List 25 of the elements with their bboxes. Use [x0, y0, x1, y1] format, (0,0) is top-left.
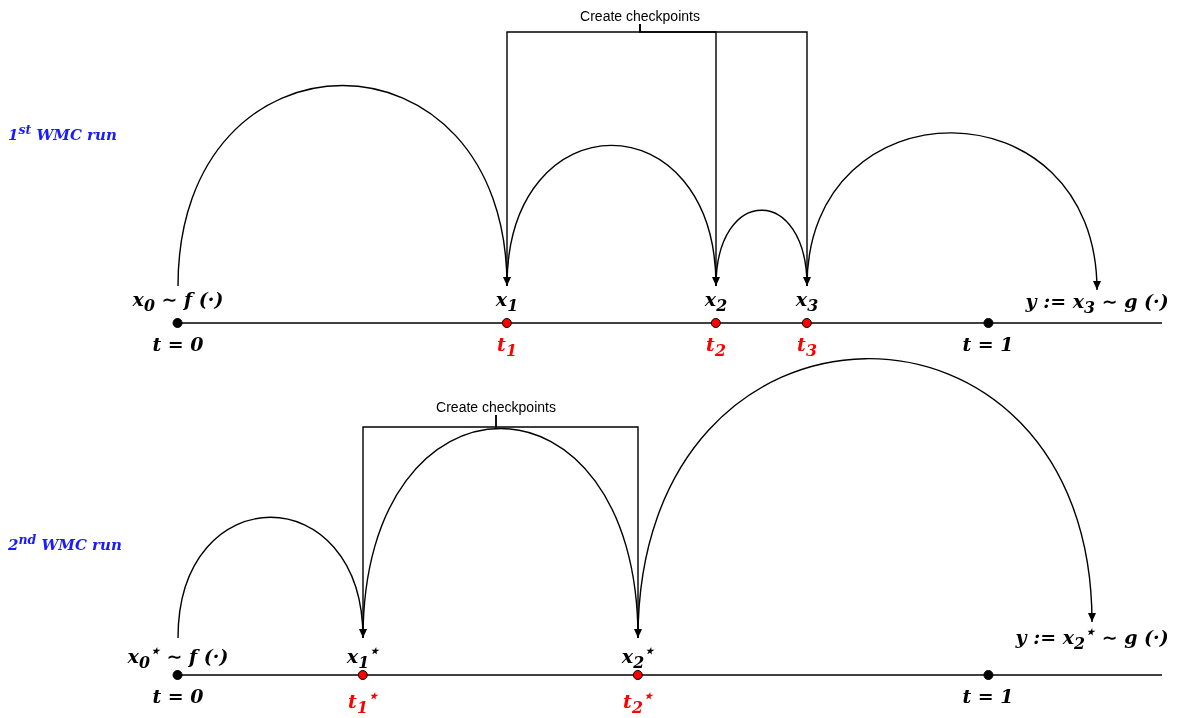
time-label: t$_{3}$	[797, 333, 817, 355]
run-label: 2$^{nd}$ WMC run	[8, 532, 122, 554]
arc	[362, 427, 639, 639]
formula-label: y := x$_{3}$ ∼ g (·)	[1025, 290, 1169, 317]
annotation-text: Create checkpoints	[580, 8, 700, 24]
time-label: t = 0	[152, 685, 204, 707]
arc	[177, 516, 364, 639]
point-label: x$_{0}$$^{⋆}$ ∼ f (·)	[127, 645, 229, 668]
point-label: x$_{3}$	[795, 288, 819, 310]
point-label: x$_{0}$ ∼ f (·)	[132, 288, 224, 310]
time-label: t$_{2}$	[706, 333, 726, 355]
arc	[715, 209, 808, 287]
formula-label: y := x$_{2}$$^{⋆}$ ∼ g (·)	[1015, 622, 1169, 654]
time-label: t = 0	[152, 333, 204, 355]
arc	[177, 84, 508, 287]
run-label: 1$^{st}$ WMC run	[8, 122, 117, 144]
time-label: t$_{1}$	[497, 333, 517, 355]
time-label: t = 1	[962, 333, 1014, 355]
time-label: t = 1	[962, 685, 1014, 707]
arc-arrow	[637, 358, 1095, 639]
point-label: x$_{2}$	[704, 288, 728, 310]
annotation-text: Create checkpoints	[436, 399, 556, 415]
arc-arrow	[806, 132, 1100, 291]
arc	[506, 144, 717, 287]
point-label: x$_{1}$	[495, 288, 519, 310]
